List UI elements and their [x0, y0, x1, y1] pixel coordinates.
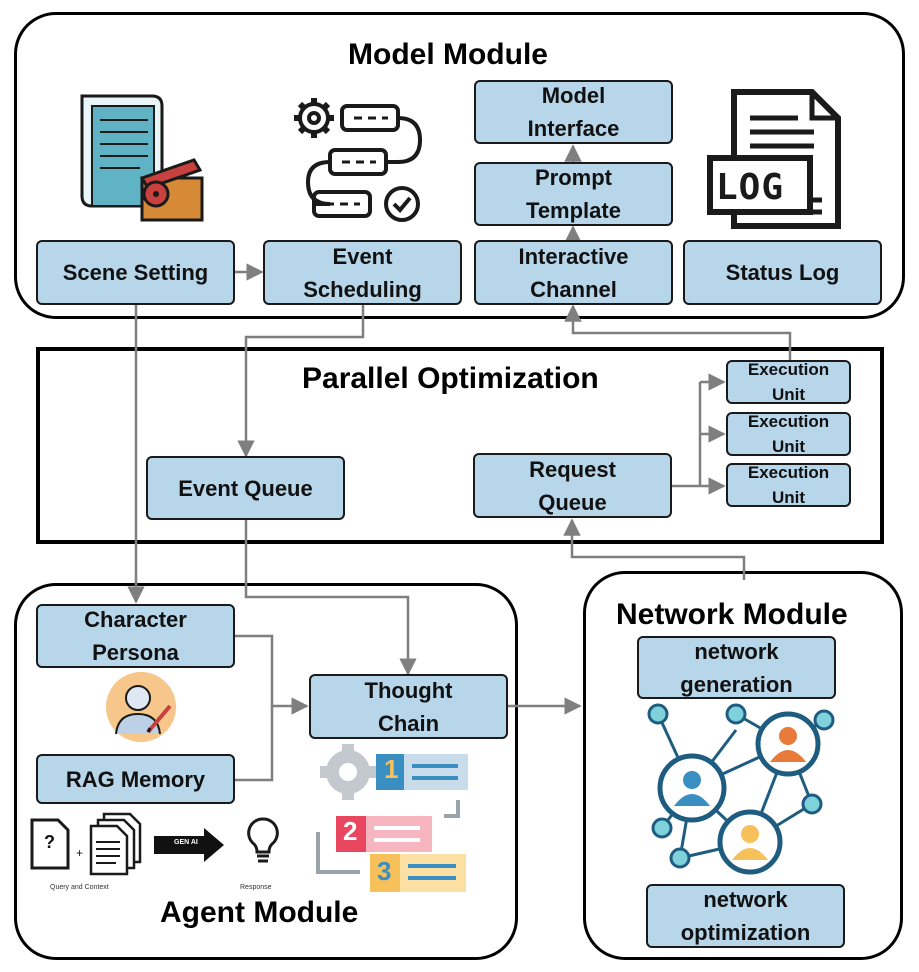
- event-flow-icon: [294, 98, 423, 222]
- context-documents-icon: [89, 812, 142, 876]
- arrow-event-queue-to-thought-chain: [244, 520, 417, 676]
- numbered-steps-icon: [316, 744, 468, 892]
- gen-ai-arrow-icon: [154, 828, 224, 862]
- parallel-optimization-title: Parallel Optimization: [302, 362, 599, 395]
- character-persona-node[interactable]: Character Persona: [36, 604, 235, 668]
- arrow-persona-to-thought-chain: [235, 634, 309, 715]
- network-optimization-node[interactable]: network optimization: [646, 884, 845, 948]
- query-mark: ?: [44, 832, 55, 852]
- log-document-icon: [707, 89, 841, 229]
- event-queue-node[interactable]: Event Queue: [146, 456, 345, 520]
- arrow-event-scheduling-to-event-queue: [237, 305, 365, 458]
- prompt-template-node[interactable]: Prompt Template: [474, 162, 673, 226]
- network-generation-node[interactable]: network generation: [637, 636, 836, 699]
- query-document-icon: [30, 818, 70, 870]
- request-queue-node[interactable]: Request Queue: [473, 453, 672, 518]
- thought-chain-node[interactable]: Thought Chain: [309, 674, 508, 739]
- response-label: Response: [240, 884, 272, 891]
- execution-unit-2-node[interactable]: Execution Unit: [726, 412, 851, 456]
- model-module-title: Model Module: [348, 38, 548, 71]
- status-log-node[interactable]: Status Log: [683, 240, 882, 305]
- execution-unit-1-node[interactable]: Execution Unit: [726, 360, 851, 404]
- arrow-execution-to-interactive-channel: [564, 304, 792, 360]
- persona-icon: [106, 672, 176, 742]
- arrow-rag-to-thought-chain: [235, 706, 274, 782]
- network-module-title: Network Module: [616, 598, 848, 631]
- script-clapperboard-icon: [80, 94, 204, 222]
- query-context-label: Query and Context: [50, 884, 109, 891]
- event-scheduling-node[interactable]: Event Scheduling: [263, 240, 462, 305]
- scene-setting-node[interactable]: Scene Setting: [36, 240, 235, 305]
- network-graph-icon: [647, 703, 835, 875]
- lightbulb-icon: [247, 817, 279, 863]
- plus-sign: +: [76, 846, 84, 860]
- arrow-network-to-request-queue: [563, 518, 746, 580]
- agent-module-title: Agent Module: [160, 896, 359, 929]
- execution-unit-3-node[interactable]: Execution Unit: [726, 463, 851, 507]
- step-2-number: 2: [343, 816, 358, 846]
- step-1-number: 1: [384, 754, 399, 784]
- log-icon-text: LOG: [716, 167, 785, 208]
- interactive-channel-node[interactable]: Interactive Channel: [474, 240, 673, 305]
- gen-ai-label: GEN AI: [174, 839, 198, 846]
- step-3-number: 3: [377, 856, 392, 886]
- rag-memory-node[interactable]: RAG Memory: [36, 754, 235, 804]
- model-interface-node[interactable]: Model Interface: [474, 80, 673, 144]
